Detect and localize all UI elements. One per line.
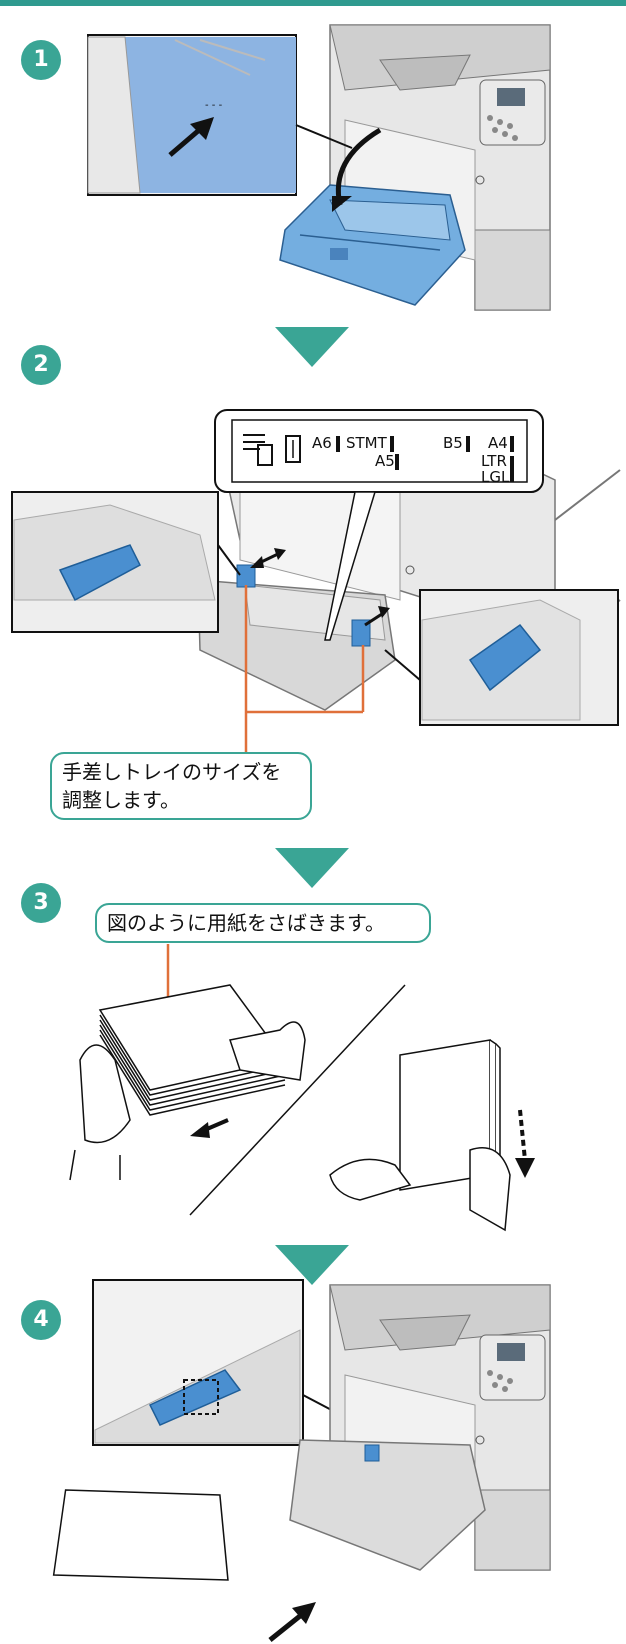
paper-feed-icon [243,434,301,466]
hands-fanning [69,1021,306,1181]
callout-leader-lines [244,585,365,760]
step-arrow-3 [275,1245,349,1285]
svg-text:LTR: LTR [481,452,507,470]
step-2-illustration: A6 STMT A5 B5 A4 LTR LGL [11,409,621,760]
open-direction-arrow-icon [332,127,382,212]
manual-tray-open [279,184,466,306]
guide-detail-highlight [183,1379,219,1415]
inset-leader-line [295,124,353,149]
aligning-paper-stack [399,1039,501,1191]
step-2-callout: 手差しトレイのサイズを 調整します。 [50,752,312,820]
divider-diagonal [189,984,406,1216]
tap-down-arrow-icon [515,1109,535,1178]
hands-aligning [329,1147,511,1232]
tray-with-paper [52,1439,486,1581]
step-2-badge: 2 [21,345,61,385]
svg-text:B5: B5 [443,434,463,452]
step-3-badge: 3 [21,883,61,923]
insert-paper-arrow-icon [268,1602,316,1642]
push-arrow-icon [168,117,214,157]
svg-text:LGL: LGL [481,468,510,486]
svg-text:A5: A5 [375,452,395,470]
step-arrow-1 [275,327,349,367]
top-accent-bar [0,0,626,6]
guide-slide-arrow-icon [250,548,390,627]
step-1-illustration: - - - [87,24,551,311]
fan-direction-arrow-icon [190,1118,229,1138]
width-guide-right [351,619,371,647]
step-4-badge: 4 [21,1300,61,1340]
svg-text:A6: A6 [312,434,332,452]
step-arrow-2 [275,848,349,888]
svg-text:- - -: - - - [205,100,223,111]
step-3-callout: 図のように用紙をさばきます。 [95,903,431,943]
step-1-badge: 1 [21,40,61,80]
step-3-illustration [69,944,535,1232]
printer-body-step4 [329,1284,551,1571]
svg-text:STMT: STMT [346,434,388,452]
svg-text:A4: A4 [488,434,508,452]
step-1-inset-tray [125,37,296,193]
